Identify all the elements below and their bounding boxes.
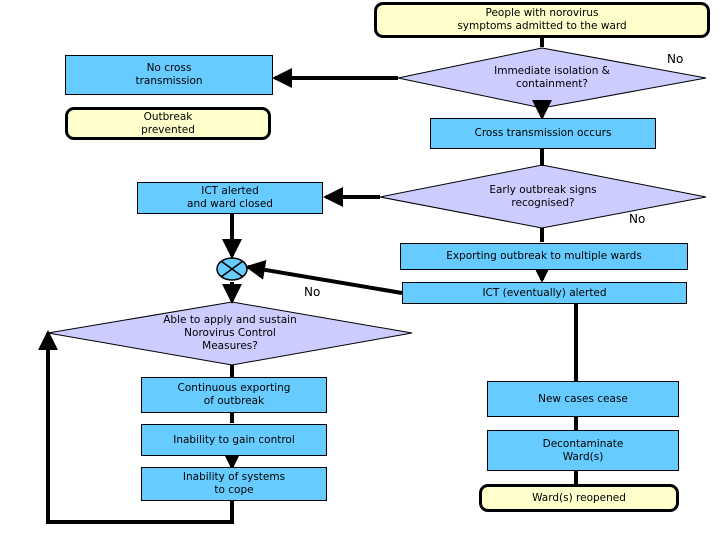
node-outbreak-prevented[interactable]: Outbreak prevented [65,107,271,140]
node-outbreak-prevented-line1: Outbreak [143,110,193,123]
node-wards-reopened[interactable]: Ward(s) reopened [479,484,679,512]
node-inability-control-label: Inability to gain control [173,433,295,446]
node-immediate-isolation-line1: Immediate isolation & [494,65,610,77]
node-decontaminate-wards[interactable]: Decontaminate Ward(s) [487,430,679,471]
node-ict-alerted-line1: ICT alerted [201,185,259,197]
node-new-cases-cease[interactable]: New cases cease [487,381,679,417]
node-ict-eventually-label: ICT (eventually) alerted [482,286,607,299]
node-wards-reopened-label: Ward(s) reopened [532,491,626,504]
node-inability-systems-line1: Inability of systems [182,471,286,483]
node-cross-transmission-label: Cross transmission occurs [474,127,612,139]
node-start-line1: People with norovirus [485,7,599,19]
node-early-signs-line1: Early outbreak signs [489,183,597,196]
edge-label-no-early-outbreak-signs: No [629,212,646,226]
node-early-signs-line2: recognised? [511,196,575,209]
node-no-cross-line1: No cross [146,62,192,74]
node-able-sustain-line1: Able to apply and sustain [163,314,297,326]
node-exporting-label: Exporting outbreak to multiple wards [446,250,642,262]
node-decontaminate-line1: Decontaminate [542,437,624,450]
node-ict-alerted-ward-closed[interactable]: ICT alerted and ward closed [137,182,323,214]
node-continuous-exporting[interactable]: Continuous exporting of outbreak [141,377,327,413]
node-able-sustain-line2: Norovirus Control [184,327,276,339]
edge-label-no-merge: No [304,285,321,299]
node-decontaminate-line2: Ward(s) [562,450,604,463]
edge-feedback-loop [38,330,234,524]
node-ict-alerted-line2: and ward closed [187,198,273,210]
node-continuous-exporting-line2: of outbreak [203,395,265,407]
node-inability-of-systems[interactable]: Inability of systems to cope [141,467,327,501]
edge-label-no-immediate-isolation: No [667,52,684,66]
merge-connector-icon [216,257,248,281]
node-exporting-outbreak[interactable]: Exporting outbreak to multiple wards [400,243,688,270]
node-decision-immediate-isolation[interactable]: Immediate isolation & containment? [398,48,706,108]
node-decision-early-outbreak-signs[interactable]: Early outbreak signs recognised? [380,165,706,228]
node-outbreak-prevented-line2: prevented [141,123,195,136]
edge-ict-eventually-to-merge [245,259,403,295]
node-cross-transmission-occurs[interactable]: Cross transmission occurs [430,118,656,149]
node-start[interactable]: People with norovirus symptoms admitted … [374,2,710,38]
node-continuous-exporting-line1: Continuous exporting [177,382,291,394]
node-decision-able-to-sustain[interactable]: Able to apply and sustain Norovirus Cont… [48,302,412,365]
node-immediate-isolation-line2: containment? [515,78,588,90]
node-inability-to-gain-control[interactable]: Inability to gain control [141,424,327,456]
node-ict-eventually-alerted[interactable]: ICT (eventually) alerted [402,282,687,304]
node-new-cases-label: New cases cease [538,392,628,405]
node-no-cross-line2: transmission [135,75,203,87]
node-able-sustain-line3: Measures? [202,340,258,352]
node-inability-systems-line2: to cope [214,484,254,496]
node-start-line2: symptoms admitted to the ward [457,20,627,32]
node-no-cross-transmission[interactable]: No cross transmission [65,55,273,95]
